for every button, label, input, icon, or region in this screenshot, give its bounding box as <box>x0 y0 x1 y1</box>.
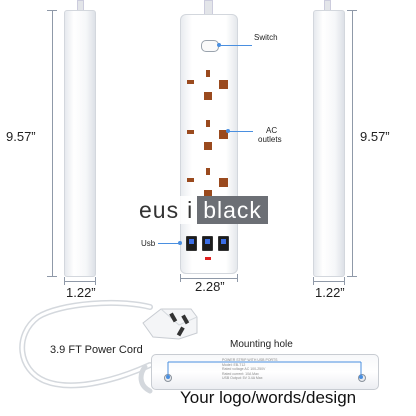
switch-leader-line <box>220 45 252 46</box>
power-indicator-led <box>205 257 211 260</box>
power-cord-label: 3.9 FT Power Cord <box>50 344 143 356</box>
right-width-tick-r <box>344 277 345 285</box>
outlet-live-slot <box>187 130 194 134</box>
right-width-label: 1.22” <box>315 285 345 300</box>
ac-outlet-2[interactable] <box>185 118 231 156</box>
ac-label-line2: outlets <box>258 135 282 144</box>
center-width-label: 2.28” <box>195 279 225 294</box>
power-cord-illustration <box>19 299 153 394</box>
brand-right-text: black <box>197 196 268 224</box>
outlet-neutral-slot <box>219 130 228 139</box>
logo-customization-text: Your logo/words/design <box>180 388 357 407</box>
outlet-live-slot <box>187 178 194 182</box>
left-width-label: 1.22” <box>66 285 96 300</box>
front-view: Switch AC outlets Usb 2.28” <box>120 0 300 300</box>
ac-outlet-1[interactable] <box>185 68 231 106</box>
right-height-tick-bottom <box>347 276 357 277</box>
ac-leader-line <box>229 131 253 132</box>
outlet-bottom-slot <box>204 190 212 198</box>
uk-plug <box>139 303 199 343</box>
outlet-earth-slot <box>206 168 210 175</box>
switch-leader-dot <box>217 43 221 47</box>
usb-leader-line <box>158 243 180 244</box>
back-label-line-3: Rated voltage AC 100-250V <box>222 367 266 371</box>
left-width-tick-r <box>95 277 96 285</box>
right-height-label: 9.57” <box>360 129 390 144</box>
usb-label: Usb <box>141 239 156 248</box>
back-label-line-2: Model: EB-T12 <box>222 362 246 367</box>
mounting-leader-lines <box>167 361 362 377</box>
ac-outlet-3[interactable] <box>185 166 231 204</box>
outlet-live-slot <box>187 80 194 84</box>
mounting-hole-label: Mounting hole <box>230 339 293 350</box>
outlet-earth-slot <box>206 70 210 77</box>
ac-leader-dot <box>226 129 230 133</box>
plug-icon <box>142 308 198 340</box>
right-height-line <box>352 10 353 276</box>
left-height-label: 9.57” <box>6 129 36 144</box>
back-label-plate: POWER STRIP WITH USB PORTS Model: EB-T12… <box>222 358 314 381</box>
switch-label: Switch <box>254 33 278 42</box>
left-strip-body <box>64 10 96 277</box>
usb-leader-dot <box>178 241 182 245</box>
back-label-line-4: Rated current: 10A Max <box>222 371 259 376</box>
usb-port-3[interactable] <box>218 236 229 251</box>
back-label-line-1: POWER STRIP WITH USB PORTS <box>222 358 278 362</box>
outlet-neutral-slot <box>219 178 228 187</box>
left-height-tick-bottom <box>47 276 57 277</box>
back-label-line-5: USB Output: 5V 3.4A Max <box>222 376 263 380</box>
left-width-line <box>64 281 95 282</box>
left-height-line <box>52 10 53 276</box>
right-side-view: 9.57” 1.22” <box>300 0 416 300</box>
outlet-neutral-slot <box>219 80 228 89</box>
usb-port-2[interactable] <box>202 236 213 251</box>
ac-label-line1: AC <box>266 126 278 135</box>
outlet-bottom-slot <box>204 92 212 100</box>
outlet-bottom-slot <box>204 142 212 150</box>
left-side-view: 9.57” 1.22” <box>0 0 120 300</box>
outlet-earth-slot <box>206 120 210 127</box>
center-width-tick-r <box>237 274 238 282</box>
usb-port-1[interactable] <box>186 236 197 251</box>
right-width-line <box>313 281 344 282</box>
right-strip-body <box>313 10 345 277</box>
center-width-line <box>180 278 237 279</box>
